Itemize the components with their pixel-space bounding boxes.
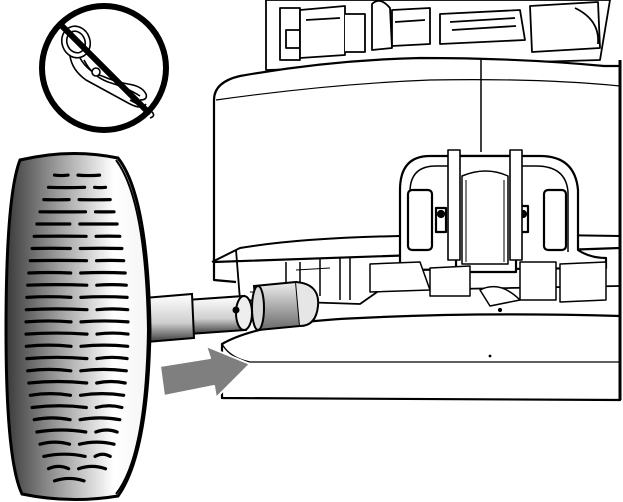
tread-slot	[78, 392, 126, 397]
tread-slot	[79, 270, 127, 275]
tread-slot	[26, 283, 89, 287]
tread-slot	[94, 404, 124, 410]
tread-slot	[26, 367, 73, 373]
tread-slot	[95, 331, 130, 336]
tread-slot	[78, 416, 122, 422]
tread-slot	[77, 464, 108, 471]
tread-slot	[42, 452, 87, 458]
axle-collar	[251, 280, 320, 332]
tread-slot	[95, 379, 127, 385]
tread-slot	[95, 283, 128, 287]
tread-slot	[25, 355, 89, 361]
tread-slot	[95, 355, 129, 361]
tread-slot	[79, 367, 128, 373]
tread-slot	[77, 440, 116, 446]
tread-slot	[79, 295, 129, 299]
machine-body	[211, 0, 622, 402]
tread-slot	[46, 464, 71, 471]
tread-slot	[24, 319, 73, 324]
insert-direction-arrow-icon	[159, 345, 251, 399]
tread-slot	[24, 343, 73, 348]
tread-slot	[24, 331, 89, 336]
cotter-pin-icon	[60, 25, 155, 119]
no-cotter-pin-icon	[39, 3, 169, 133]
upper-mechanism	[265, 0, 611, 71]
tread-slot	[35, 428, 88, 434]
tread-slot	[52, 476, 86, 483]
tread-slot	[32, 416, 72, 422]
tread-wheel-icon	[4, 152, 152, 502]
tread-slot	[79, 343, 130, 348]
tread-slot	[95, 307, 130, 312]
tread-slot	[28, 392, 73, 397]
tread-slot	[93, 452, 112, 458]
tread-slot	[24, 307, 89, 312]
wheel-tread	[24, 173, 130, 483]
tread-slot	[79, 319, 130, 324]
tread-slot	[94, 428, 119, 434]
tread-slot	[30, 404, 88, 410]
tread-slot	[27, 270, 73, 275]
tread-slot	[38, 440, 72, 446]
tread-slot	[27, 379, 89, 385]
tread-slot	[25, 295, 73, 299]
wheel-tire	[4, 152, 152, 502]
